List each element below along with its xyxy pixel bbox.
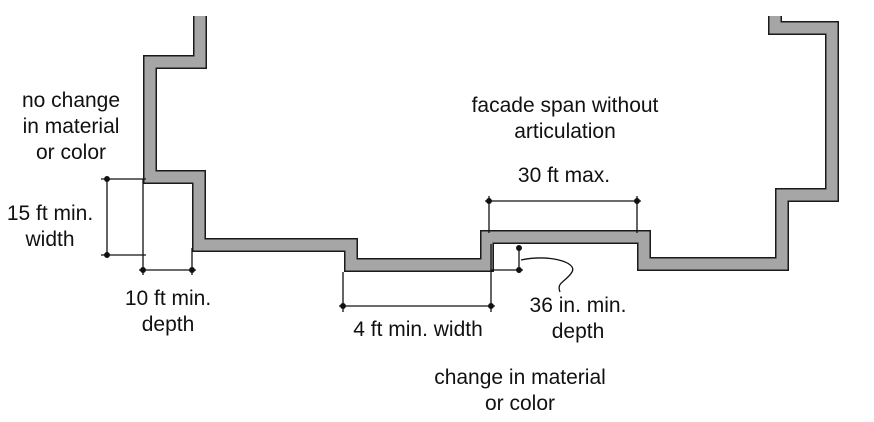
label-36in-min-depth: 36 in. min. depth (510, 293, 646, 345)
label-facade-span: facade span without articulation (440, 93, 690, 145)
label-line: change in material (434, 366, 606, 389)
label-10ft-min-depth: 10 ft min. depth (105, 286, 231, 338)
label-line: or color (35, 141, 107, 164)
label-line: width (25, 228, 75, 251)
label-line: 4 ft min. width (353, 318, 483, 341)
label-line: 36 in. min. (529, 294, 627, 317)
dimension-10ft-depth (139, 179, 196, 275)
label-change-material: change in material or color (405, 365, 635, 417)
dimension-30ft-max (485, 196, 641, 233)
label-line: depth (551, 320, 605, 343)
wall-fill (144, 16, 838, 271)
label-4ft-min-width: 4 ft min. width (328, 317, 508, 343)
dimension-36in-depth (491, 245, 574, 293)
label-line: no change (21, 89, 121, 112)
label-line: depth (141, 313, 195, 336)
label-30ft-max: 30 ft max. (494, 163, 634, 189)
dimension-4ft-width (339, 244, 495, 312)
label-line: or color (484, 392, 556, 415)
label-no-change-material: no change in material or color (4, 88, 138, 166)
label-line: 30 ft max. (517, 164, 611, 187)
label-line: articulation (514, 120, 616, 143)
label-15ft-min-width: 15 ft min. width (0, 201, 100, 253)
dimension-15ft-width (101, 176, 146, 258)
building-wall (143, 16, 839, 272)
label-line: 10 ft min. (124, 287, 212, 310)
label-line: 15 ft min. (6, 202, 94, 225)
label-line: facade span without (471, 94, 659, 117)
label-line: in material (22, 115, 120, 138)
